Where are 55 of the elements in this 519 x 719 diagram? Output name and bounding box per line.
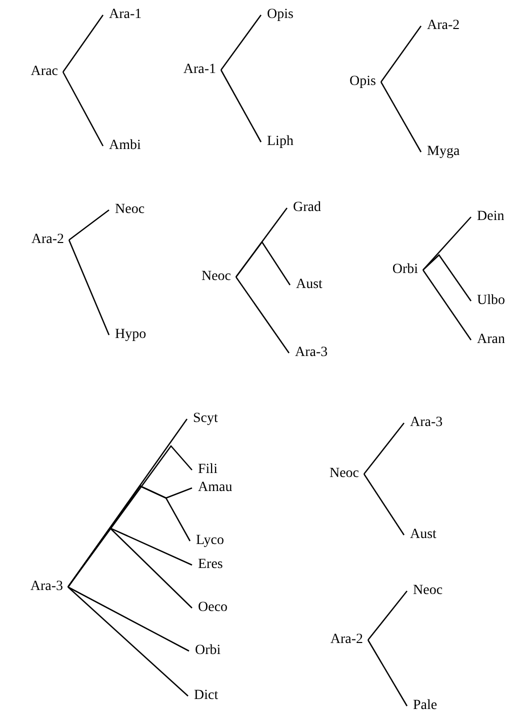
taxon-label: Aran: [471, 332, 505, 348]
taxon-label: Orbi: [189, 643, 221, 659]
taxon-label: Aust: [290, 277, 322, 293]
taxon-label: Ulbo: [471, 293, 505, 309]
taxon-label: Ara-3: [30, 579, 68, 595]
branch-line: [422, 216, 472, 270]
taxon-label: Orbi: [392, 262, 423, 278]
taxon-label: Eres: [192, 557, 223, 573]
branch-line: [235, 240, 291, 286]
taxon-label: Ara-2: [421, 18, 460, 34]
branch-line: [367, 640, 408, 706]
branch-line: [363, 474, 405, 536]
taxon-label: Ara-3: [289, 345, 328, 361]
taxon-label: Neoc: [109, 202, 145, 218]
branch-line: [67, 527, 192, 608]
taxon-label: Arac: [30, 64, 63, 80]
branch-line: [235, 276, 290, 354]
taxon-label: Neoc: [201, 269, 236, 285]
branch-line: [422, 254, 472, 302]
taxon-label: Hypo: [109, 327, 146, 343]
branch-line: [368, 590, 408, 640]
taxon-label: Ara-2: [330, 632, 368, 648]
taxon-label: Amau: [192, 480, 232, 496]
branch-line: [380, 82, 422, 152]
branch-line: [380, 26, 422, 82]
taxon-label: Aust: [404, 527, 436, 543]
taxon-label: Oeco: [192, 600, 228, 616]
taxon-label: Dict: [188, 688, 218, 704]
branch-line: [68, 240, 110, 336]
taxon-label: Grad: [287, 200, 321, 216]
taxon-label: Opis: [350, 74, 381, 90]
branch-line: [68, 209, 110, 241]
branch-line: [220, 70, 262, 142]
taxon-label: Scyt: [187, 411, 218, 427]
taxon-label: Lyco: [190, 533, 224, 549]
branch-line: [220, 14, 262, 70]
taxon-label: Fili: [192, 462, 218, 478]
taxon-label: Ara-1: [103, 7, 142, 23]
taxon-label: Pale: [407, 698, 438, 714]
branch-line: [68, 586, 188, 696]
taxon-label: Neoc: [329, 466, 364, 482]
branch-line: [68, 586, 190, 652]
taxon-label: Opis: [261, 7, 294, 23]
branch-line: [422, 270, 472, 340]
taxon-label: Liph: [261, 134, 294, 150]
taxon-label: Ara-3: [404, 415, 443, 431]
branch-line: [363, 422, 405, 474]
branch-line: [62, 14, 104, 72]
taxon-label: Ara-2: [31, 232, 69, 248]
taxon-label: Ambi: [103, 138, 141, 154]
taxon-label: Dein: [471, 209, 504, 225]
taxon-label: Ara-1: [183, 62, 221, 78]
branch-line: [62, 72, 104, 146]
taxon-label: Neoc: [407, 583, 443, 599]
taxon-label: Myga: [421, 144, 460, 160]
